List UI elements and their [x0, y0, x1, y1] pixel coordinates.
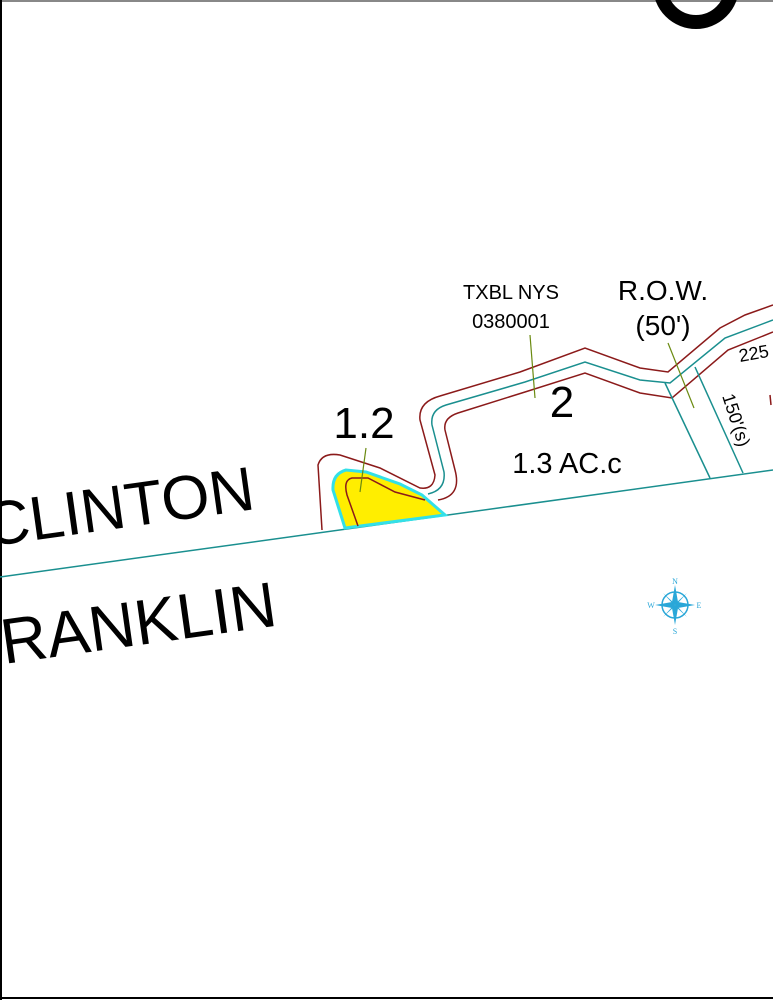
street-label-franklin: RANKLIN	[0, 568, 281, 678]
parcel-2-leader	[529, 334, 536, 399]
parcel-1-2-contour	[345, 477, 426, 527]
parcel-1-2-leader	[359, 447, 367, 493]
parcel-boundary	[427, 319, 773, 495]
row-width: (50')	[635, 310, 690, 341]
row-line-left	[664, 382, 711, 479]
parcel-number-1-2[interactable]: 1.2	[333, 399, 394, 448]
row-label: R.O.W.	[618, 275, 708, 306]
contour-outer	[317, 304, 773, 531]
compass-w: W	[647, 601, 655, 610]
contour-inner	[437, 331, 773, 501]
row-line-right	[694, 366, 744, 474]
parcel-area: 1.3 AC.c	[512, 448, 622, 480]
parcel-number-2[interactable]: 2	[550, 378, 574, 427]
compass-e: E	[697, 601, 702, 610]
sheet-number-glyph	[655, 0, 737, 29]
dimension-225: 225	[737, 341, 770, 366]
row-leader	[667, 342, 695, 409]
owner-line-2: 0380001	[472, 311, 550, 333]
compass-s: S	[673, 627, 677, 636]
owner-line-1: TXBL NYS	[463, 282, 559, 304]
street-label-clinton: CLINTON	[0, 454, 258, 560]
compass-n: N	[672, 577, 678, 586]
edge-tick	[769, 394, 772, 406]
dimension-150: 150'(s)	[718, 391, 754, 449]
compass-rose-icon: N S E W	[647, 577, 701, 636]
